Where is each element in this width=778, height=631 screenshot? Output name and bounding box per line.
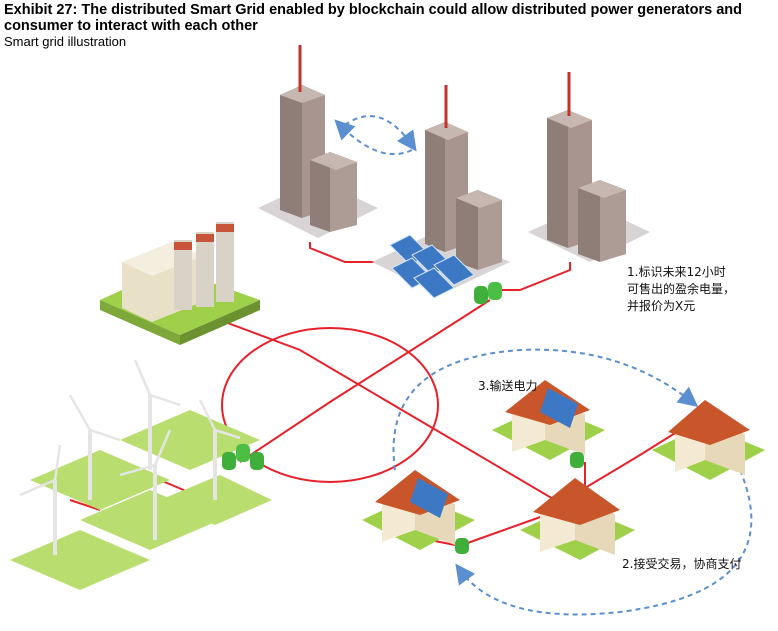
step1-line3: 并报价为X元 bbox=[627, 298, 695, 313]
house-bottom-middle bbox=[520, 478, 635, 560]
house-icon bbox=[668, 400, 750, 445]
wind-turbine-icon bbox=[68, 394, 121, 500]
house-with-solar-top bbox=[492, 380, 605, 468]
office-tower-cluster-left bbox=[258, 45, 378, 238]
solar-panel-icon bbox=[540, 388, 578, 428]
exhibit-title: Exhibit 27: The distributed Smart Grid e… bbox=[4, 2, 743, 34]
house-with-solar-left bbox=[362, 470, 475, 554]
step2-label: 2.接受交易，协商支付 bbox=[622, 556, 741, 571]
power-plant-icon bbox=[100, 222, 260, 345]
step3-label: 3.输送电力 bbox=[478, 378, 537, 393]
office-tower-icon bbox=[578, 180, 626, 262]
step1-line2: 可售出的盈余电量， bbox=[627, 281, 735, 296]
battery-icon bbox=[570, 452, 584, 468]
solar-panel-icon bbox=[389, 234, 475, 299]
battery-icon bbox=[222, 444, 264, 470]
battery-icon bbox=[455, 538, 469, 554]
office-tower-cluster-middle bbox=[372, 85, 510, 304]
exhibit-subtitle: Smart grid illustration bbox=[4, 34, 127, 49]
wind-turbine-icon bbox=[19, 444, 62, 555]
wind-turbine-icon bbox=[198, 399, 241, 500]
step1-line1: 1.标识未来12小时 bbox=[627, 265, 726, 279]
wind-turbine-icon bbox=[133, 359, 181, 470]
wind-farm bbox=[10, 359, 272, 590]
battery-icon bbox=[474, 282, 502, 304]
wind-turbine-icon bbox=[119, 429, 172, 540]
house-right bbox=[652, 400, 765, 480]
solar-panel-icon bbox=[410, 478, 448, 518]
house-icon bbox=[533, 478, 620, 525]
office-tower-icon bbox=[456, 190, 502, 270]
flow-arrows bbox=[334, 115, 753, 616]
office-tower-cluster-right bbox=[528, 72, 650, 262]
office-tower-icon bbox=[280, 45, 325, 218]
office-tower-icon bbox=[310, 152, 357, 232]
